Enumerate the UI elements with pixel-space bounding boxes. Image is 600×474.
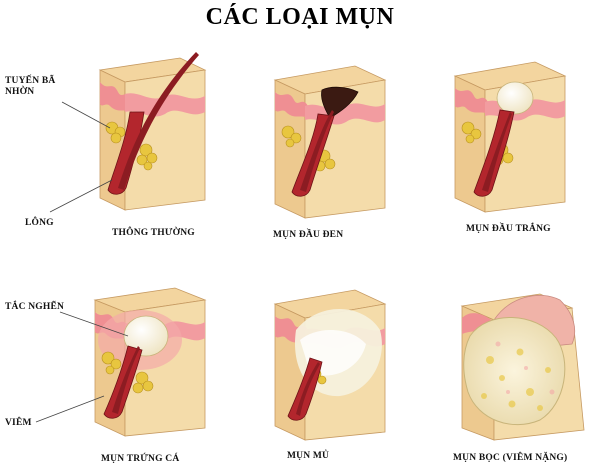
cyst-icon — [460, 293, 585, 441]
caption-papule: MỤN TRỨNG CÁ — [101, 454, 180, 464]
normal-skin-icon — [49, 52, 207, 213]
caption-normal: THÔNG THƯỜNG — [112, 228, 195, 238]
caption-cyst: MỤN BỌC (VIÊM NẶNG) — [453, 453, 568, 463]
caption-pustule: MỤN MỦ — [287, 451, 330, 461]
blackhead-icon — [273, 65, 387, 219]
papule-icon — [35, 287, 207, 437]
caption-blackhead: MỤN ĐẦU ĐEN — [273, 230, 344, 240]
label-inflammation: VIÊM — [5, 418, 32, 428]
caption-whitehead: MỤN ĐẦU TRẮNG — [466, 224, 551, 234]
label-sebaceous-gland: TUYẾN BÃ NHỜN — [5, 76, 55, 98]
pustule-icon — [273, 289, 387, 441]
label-hair: LÔNG — [25, 218, 54, 228]
label-sebaceous-gland-line1: TUYẾN BÃ — [5, 76, 56, 86]
label-clogged: TẮC NGHẼN — [5, 302, 65, 312]
whitehead-icon — [453, 61, 567, 213]
page-title: CÁC LOẠI MỤN — [205, 4, 395, 30]
label-sebaceous-gland-line2: NHỜN — [5, 87, 35, 97]
